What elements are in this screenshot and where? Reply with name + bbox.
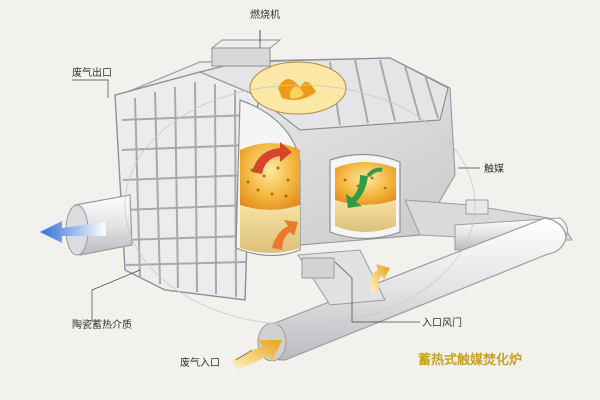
- label-exhaust-outlet: 废气出口: [72, 66, 112, 79]
- leader-lines: [72, 30, 480, 361]
- right-catalyst-chamber: [329, 153, 401, 240]
- inlet-flow-arrow-left: [272, 220, 298, 250]
- cycle-arrow-right: [346, 167, 383, 208]
- riser-duct: [297, 249, 386, 306]
- burner-unit: [210, 30, 282, 67]
- combustion-chamber: [249, 61, 347, 115]
- label-catalyst: 触媒: [484, 162, 504, 175]
- hot-flow-arrow-left: [252, 142, 292, 174]
- label-burner: 燃烧机: [250, 8, 280, 21]
- label-exhaust-inlet: 废气入口: [180, 356, 220, 369]
- label-inlet-damper: 入口风门: [422, 316, 462, 329]
- left-regenerator-chamber: [235, 99, 301, 257]
- inlet-damper-arrow: [370, 264, 390, 292]
- exhaust-outlet-arrow: [40, 221, 106, 243]
- label-ceramic-media: 陶瓷蓄热介质: [72, 318, 132, 331]
- guide-ellipse: [124, 84, 476, 326]
- exhaust-inlet-arrow: [232, 340, 282, 370]
- diagram-title: 蓄热式触媒焚化炉: [418, 352, 522, 368]
